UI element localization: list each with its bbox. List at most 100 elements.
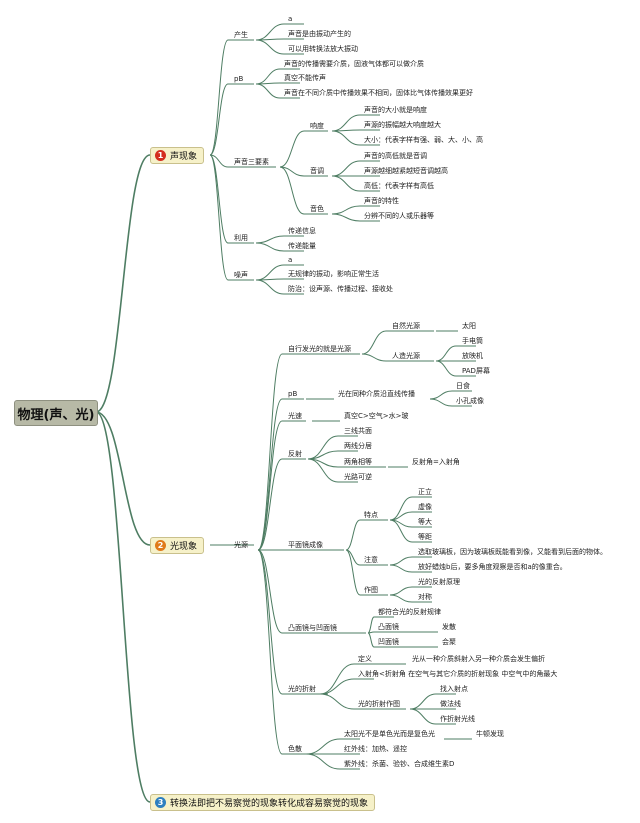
leaf[interactable]: 日食	[456, 382, 470, 390]
node-reflection[interactable]: 反射	[288, 450, 302, 458]
leaf[interactable]: 分辨不同的人或乐器等	[364, 212, 434, 220]
leaf[interactable]: 可以用转换法放大振动	[288, 45, 358, 53]
leaf[interactable]: 等距	[418, 533, 432, 541]
node-definition[interactable]: 定义	[358, 655, 372, 663]
main-node-label: 声现象	[170, 152, 198, 162]
leaf[interactable]: 传递信息	[288, 227, 316, 235]
node-three-elements[interactable]: 声音三要素	[234, 158, 269, 166]
connector	[331, 213, 361, 222]
connector	[429, 398, 453, 407]
leaf[interactable]: 光从一种介质斜射入另一种介质会发生偏折	[412, 655, 545, 663]
leaf[interactable]: 两线分居	[344, 442, 372, 450]
node-dispersion[interactable]: 色散	[288, 745, 302, 753]
leaf[interactable]: 太阳	[462, 322, 476, 330]
leaf[interactable]: PAD屏幕	[462, 367, 490, 375]
leaf[interactable]: 无规律的振动，影响正常生活	[288, 270, 379, 278]
main-node-sound[interactable]: 1 声现象	[150, 147, 205, 164]
leaf[interactable]: 发散	[442, 623, 456, 631]
leaf[interactable]: 正立	[418, 488, 432, 496]
node-light-speed[interactable]: 光速	[288, 412, 302, 420]
leaf[interactable]: 放映机	[462, 352, 483, 360]
leaf[interactable]: 声源越细越紧越短音调越高	[364, 167, 448, 175]
node-loudness[interactable]: 响度	[310, 122, 324, 130]
leaf[interactable]: 真空C>空气>水>玻	[344, 412, 409, 420]
leaf[interactable]: 太阳光不是单色光而是复色光	[344, 730, 435, 738]
node-convex[interactable]: 凸面镜	[378, 623, 399, 631]
main-node-light[interactable]: 2 光现象	[150, 537, 205, 554]
leaf[interactable]: 做法线	[440, 700, 461, 708]
leaf[interactable]: 声音的大小就是响度	[364, 106, 427, 114]
node-note[interactable]: 注意	[364, 556, 378, 564]
leaf[interactable]: 牛顿发现	[476, 730, 504, 738]
leaf[interactable]: 声音是由振动产生的	[288, 30, 351, 38]
node-timbre[interactable]: 音色	[310, 205, 324, 213]
node-curved-mirror[interactable]: 凸面镜与凹面镜	[288, 624, 337, 632]
node-pb[interactable]: pB	[234, 75, 244, 83]
leaf[interactable]: 作折射光线	[440, 715, 475, 723]
leaf[interactable]: 找入射点	[440, 685, 468, 693]
leaf[interactable]: 真空不能传声	[284, 74, 326, 82]
main-node-method[interactable]: 3 转换法即把不易察觉的现象转化成容易察觉的现象	[150, 794, 376, 811]
leaf[interactable]: 声音的特性	[364, 197, 399, 205]
leaf[interactable]: 声音的高低就是音调	[364, 152, 427, 160]
leaf[interactable]: 放好蜡烛b后，要多角度观察是否和a的像重合。	[418, 563, 567, 571]
node-refraction[interactable]: 光的折射	[288, 685, 316, 693]
connector	[389, 586, 413, 596]
leaf[interactable]: 声源的振幅越大响度越大	[364, 121, 441, 129]
node-light-pb[interactable]: pB	[288, 390, 298, 398]
node-pitch[interactable]: 音调	[310, 167, 324, 175]
node-refraction-draw[interactable]: 光的折射作图	[358, 700, 400, 708]
leaf[interactable]: 都符合光的反射规律	[378, 608, 441, 616]
leaf[interactable]: 虚像	[418, 503, 432, 511]
connector	[209, 154, 229, 168]
connector	[255, 68, 281, 85]
connector	[367, 616, 375, 634]
root-node[interactable]: 物理(声、光)	[14, 400, 98, 426]
leaf[interactable]: 选取玻璃板，因为玻璃板既能看到像，又能看到后面的物体。	[418, 548, 607, 556]
connector	[367, 632, 375, 648]
node-use[interactable]: 利用	[234, 234, 248, 242]
leaf[interactable]: 红外线：加热、遥控	[344, 745, 407, 753]
leaf[interactable]: 对称	[418, 593, 432, 601]
leaf[interactable]: 大小：代表字样有强、弱、大、小、高	[364, 136, 483, 144]
node-concave[interactable]: 凹面镜	[378, 638, 399, 646]
leaf[interactable]: 声音的传播需要介质，固液气体都可以做介质	[284, 60, 424, 68]
leaf[interactable]: 两角相等	[344, 458, 372, 466]
node-noise[interactable]: 噪声	[234, 271, 248, 279]
leaf[interactable]: 声音在不同介质中传播效果不相同，固体比气体传播效果更好	[284, 89, 473, 97]
node-natural-source[interactable]: 自然光源	[392, 322, 420, 330]
connector	[95, 411, 151, 546]
node-draw[interactable]: 作图	[364, 586, 378, 594]
node-artificial-source[interactable]: 人造光源	[392, 352, 420, 360]
leaf[interactable]: 手电筒	[462, 337, 483, 345]
leaf[interactable]: a	[288, 256, 293, 264]
leaf[interactable]: 高低：代表字样有高低	[364, 182, 434, 190]
connector	[331, 114, 361, 132]
connector	[255, 83, 281, 99]
leaf[interactable]: a	[288, 15, 293, 23]
leaf[interactable]: 等大	[418, 518, 432, 526]
connector	[255, 39, 285, 55]
leaf[interactable]: 光的反射原理	[418, 578, 460, 586]
node-feature[interactable]: 特点	[364, 511, 378, 519]
node-produce[interactable]: 产生	[234, 31, 248, 39]
node-light-source[interactable]: 光源	[234, 541, 248, 549]
connector	[257, 458, 283, 551]
connector	[331, 160, 361, 177]
leaf[interactable]: 光路可逆	[344, 473, 372, 481]
leaf[interactable]: 反射角=入射角	[412, 458, 460, 466]
leaf[interactable]: 三线共面	[344, 427, 372, 435]
node-straight-line[interactable]: 光在同种介质沿直线传播	[338, 390, 415, 398]
leaf[interactable]: 紫外线：杀菌、验钞、合成维生素D	[344, 760, 455, 768]
connector	[389, 519, 413, 543]
leaf[interactable]: 会聚	[442, 638, 456, 646]
connector	[305, 753, 341, 770]
leaf[interactable]: 入射角<折射角 在空气与其它介质的折射现象 中空气中的角最大	[358, 670, 558, 678]
connector	[435, 360, 457, 377]
leaf[interactable]: 小孔成像	[456, 397, 484, 405]
node-plane-mirror[interactable]: 平面镜成像	[288, 541, 323, 549]
node-self-lit[interactable]: 自行发光的就是光源	[288, 345, 351, 353]
leaf[interactable]: 防治：设声源、传播过程、接收处	[288, 285, 393, 293]
leaf[interactable]: 传递能量	[288, 242, 316, 250]
